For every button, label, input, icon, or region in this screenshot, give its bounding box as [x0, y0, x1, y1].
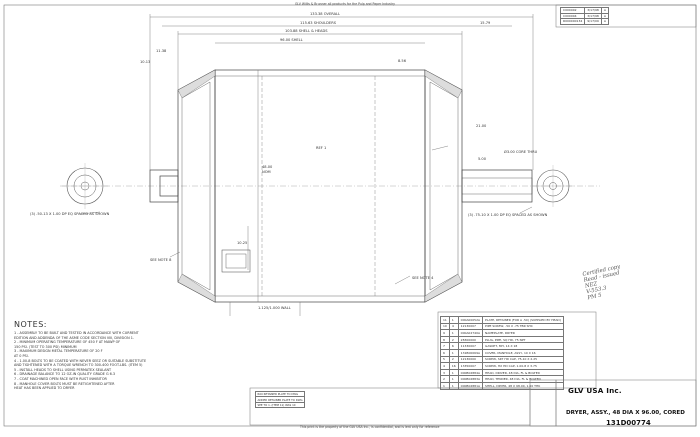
company-logo: GLV USA Inc. [568, 386, 622, 395]
notes-list: 1 - ASSEMBLY TO BE BUILT AND TESTED IN A… [14, 331, 214, 391]
right-journal-end-view [532, 165, 574, 207]
top-dimension-lines [149, 14, 534, 170]
notes-heading: NOTES: [14, 320, 47, 329]
drawing-title: DRYER, ASSY., 48 DIA X 96.00, CORED [566, 410, 685, 416]
dim-shoulders: 115.63 SHOULDERS [300, 21, 336, 25]
footer-notice: This print is the property of the GLV US… [300, 425, 440, 429]
change-history-frame [249, 387, 531, 426]
dim-core: Ø3.00 CORE THRU [504, 150, 538, 154]
note-ref-4: SEE NOTE 4 [412, 276, 434, 280]
table-row: ADDED RETAINER PLATE TO DWG [254, 396, 306, 403]
dim-shell-dia: 48.00 [262, 165, 273, 169]
dim-wall: 1.125/1.000 WALL [258, 306, 291, 310]
note-line: 150 PSI. (TEST TO 300 PSI) MINIMUM [14, 344, 77, 349]
dryer-section-view [149, 69, 533, 303]
dim-2100: 21.00 [476, 124, 487, 128]
note-line: 3 - MAXIMUM DESIGN METAL TEMPERATURE OF … [14, 349, 103, 354]
dim-small-b: 8.56 [398, 59, 407, 63]
dim-left-dia: 11.38 [156, 49, 167, 53]
note-line: 8 - MANHOLE COVER BOLTS MUST BE RETIGHTE… [14, 381, 115, 386]
bolt-callout-right: (3) .75-10 X 1.00 DP EQ SPACED AS SHOWN [468, 213, 548, 217]
dim-shell-heads: 103.88 SHELL & HEADS [285, 29, 328, 33]
top-banner: GLV Willis & Brunner all products for th… [295, 2, 395, 6]
note-line: 5 - INSTALL HEADS TO SHELL USING PERMATE… [14, 367, 112, 372]
note-line: AND TIGHTENED WITH A TORQUE WRENCH TO 30… [14, 363, 143, 368]
dim-nom: NOM [262, 170, 271, 174]
drawing-number: 131D00774 [606, 419, 651, 427]
revision-frame [555, 4, 697, 28]
dim-1025: 10.25 [237, 241, 248, 245]
note-line: EDITION AND ADDENDA OF THE ASME CODE SEC… [14, 335, 134, 340]
note-ref-8: SEE NOTE 8 [150, 258, 172, 262]
note-line: 2 - MINIMUM OPERATING TEMPERATURE OF 450… [14, 340, 121, 345]
dim-right-len: 15.79 [480, 21, 491, 25]
table-row: SEE TO 1. (ITEM 11) WAS 10 [254, 401, 306, 409]
dim-shell: 96.00 SHELL [280, 38, 303, 42]
section-label: REF 1 [316, 146, 327, 150]
note-line: 1 - ASSEMBLY TO BE BUILT AND TESTED IN A… [14, 331, 139, 335]
note-line: 7 - COAT MACHINED OPEN FACE WITH RUST IN… [14, 376, 107, 381]
bolt-callout-left: (3) .50-13 X 1.00 DP EQ SPACED AS SHOWN [30, 212, 110, 216]
leader-lines [79, 145, 533, 285]
note-line: 6 - DRAINAGE BALANCE TO 12 OZ-IN QUALITY… [14, 372, 116, 377]
note-line: HEAT HAS BEEN APPLIED TO DRYER [14, 386, 75, 391]
dim-small-c: 5.00 [478, 157, 487, 161]
table-row: R00 RETAINER PLATE TO DWG [254, 390, 306, 398]
vertical-dimension-lines [229, 70, 301, 316]
change-history-table: R00 RETAINER PLATE TO DWG ADDED RETAINER… [254, 390, 306, 409]
dim-small-a: 10.13 [140, 60, 151, 64]
note-line: 4 - 1.00-8 BOLTS TO BE COATED WITH NEVER… [14, 358, 147, 363]
note-line: AT 0 PSI. [14, 353, 29, 358]
left-journal-end-view [62, 163, 108, 209]
dim-overall: 133.38 OVERALL [310, 12, 341, 16]
sheet-border [3, 4, 697, 427]
